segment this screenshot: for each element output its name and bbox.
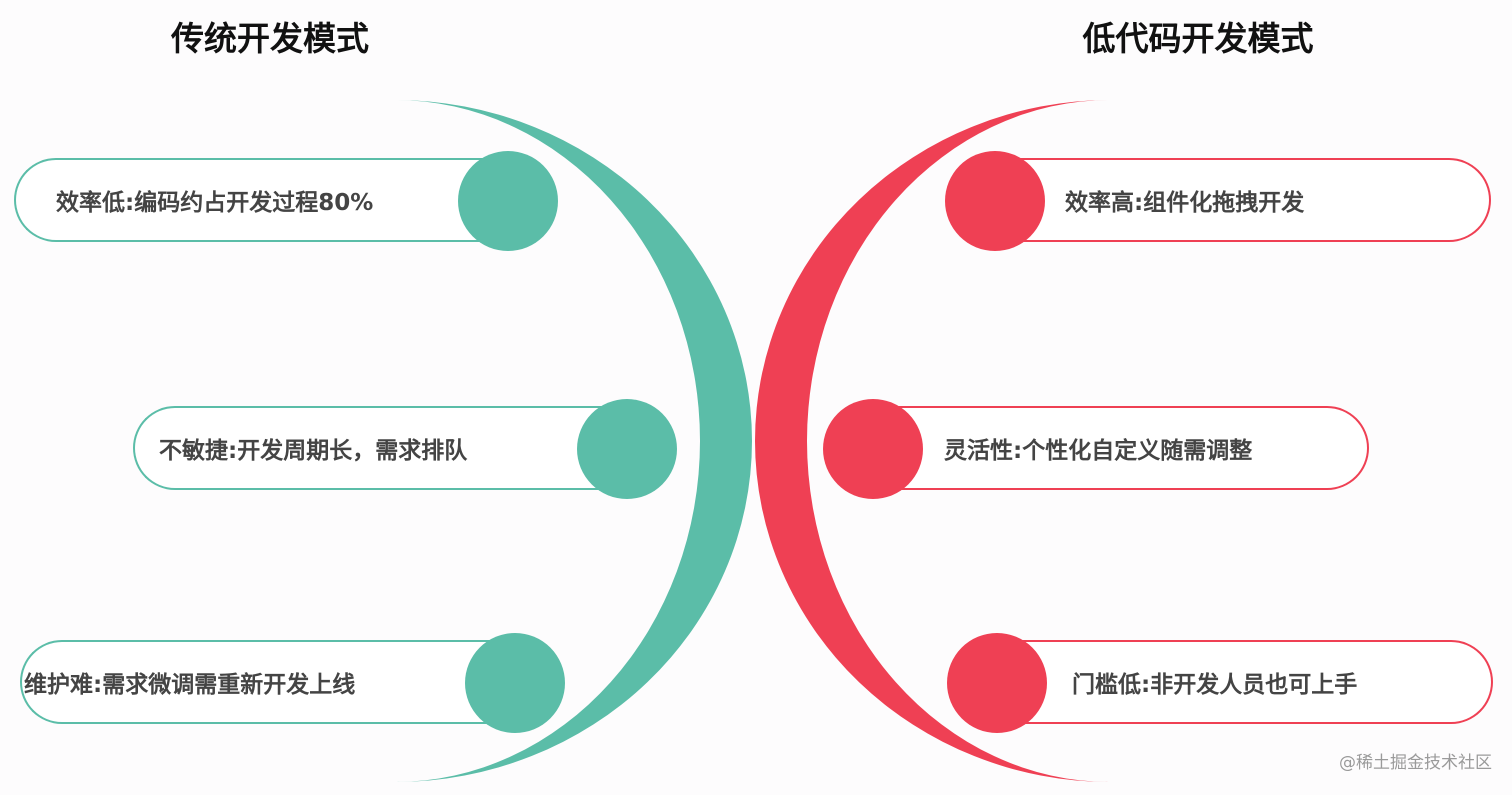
lowcode-item: 灵活性:个性化自定义随需调整 [873,406,1369,490]
traditional-item: 效率低:编码约占开发过程80% [14,158,504,242]
item-text: 门槛低:非开发人员也可上手 [1072,672,1358,698]
bullet-dot [458,151,558,251]
traditional-item: 维护难:需求微调需重新开发上线 [20,640,515,724]
lowcode-item: 效率高:组件化拖拽开发 [995,158,1491,242]
item-text: 效率低:编码约占开发过程80% [56,190,374,216]
bullet-dot [945,151,1045,251]
item-text: 灵活性:个性化自定义随需调整 [944,438,1253,464]
watermark: @稀土掘金技术社区 [1339,753,1492,773]
item-text: 效率高:组件化拖拽开发 [1065,190,1305,216]
item-text: 不敏捷:开发周期长，需求排队 [159,438,468,464]
traditional-item: 不敏捷:开发周期长，需求排队 [133,406,623,490]
bullet-dot [465,633,565,733]
lowcode-item: 门槛低:非开发人员也可上手 [997,640,1493,724]
bullet-dot [823,399,923,499]
bullet-dot [947,633,1047,733]
bullet-dot [577,399,677,499]
traditional-crescent [395,100,752,782]
lowcode-crescent [755,100,1110,782]
lowcode-title: 低代码开发模式 [1082,19,1314,58]
item-text: 维护难:需求微调需重新开发上线 [24,672,356,698]
traditional-title: 传统开发模式 [171,19,369,58]
